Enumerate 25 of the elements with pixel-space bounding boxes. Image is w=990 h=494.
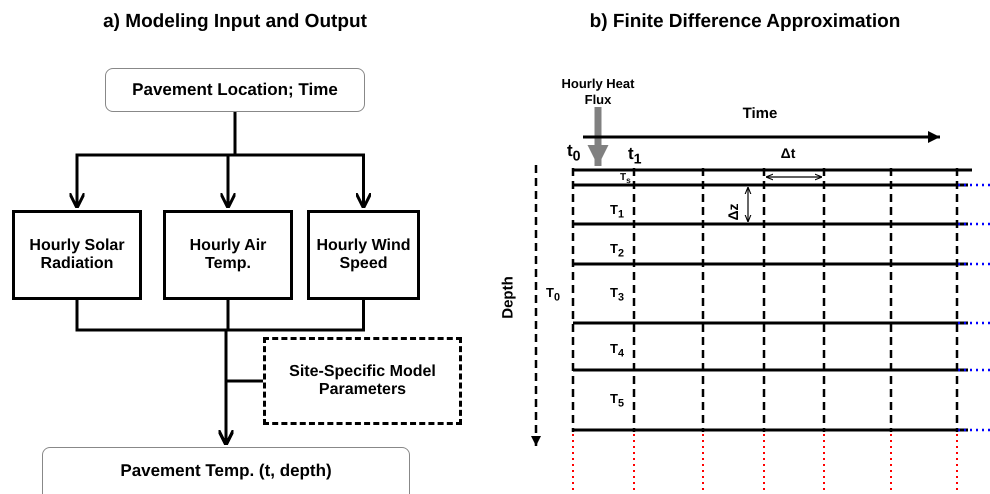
dimension-label: Δz	[726, 203, 740, 221]
layer-label: T$_{s}$	[620, 173, 631, 184]
arrow	[234, 112, 372, 210]
process-box: Hourly Wind Speed	[307, 210, 420, 300]
time-step-label: t$_{1}$	[628, 145, 642, 167]
axis-label: Time	[742, 106, 778, 121]
panel-title: a) Modeling Input and Output	[103, 12, 367, 31]
arrow	[588, 107, 608, 166]
layer-label: T$_{4}$	[610, 342, 624, 360]
heat-flux-label: Hourly Heat Flux	[552, 77, 644, 107]
process-box: Site-Specific Model Parameters	[263, 337, 462, 425]
input-box: Pavement Location; Time	[105, 68, 365, 112]
time-step-label: t$_{0}$	[567, 142, 581, 164]
dimension-label: Δt	[780, 146, 796, 160]
panel-title: b) Finite Difference Approximation	[590, 12, 900, 31]
arrow	[217, 380, 263, 446]
temperature-label: T$_{0}$	[546, 286, 560, 304]
process-box: Hourly Solar Radiation	[12, 210, 142, 300]
layer-label: T$_{5}$	[610, 392, 624, 410]
output-box: Pavement Temp. (t, depth)	[42, 447, 410, 494]
axis-label: Depth	[500, 276, 516, 319]
layer-label: T$_{1}$	[610, 203, 624, 220]
process-box: Hourly Air Temp.	[163, 210, 293, 300]
layer-label: T$_{3}$	[610, 286, 624, 304]
layer-label: T$_{2}$	[610, 242, 624, 260]
